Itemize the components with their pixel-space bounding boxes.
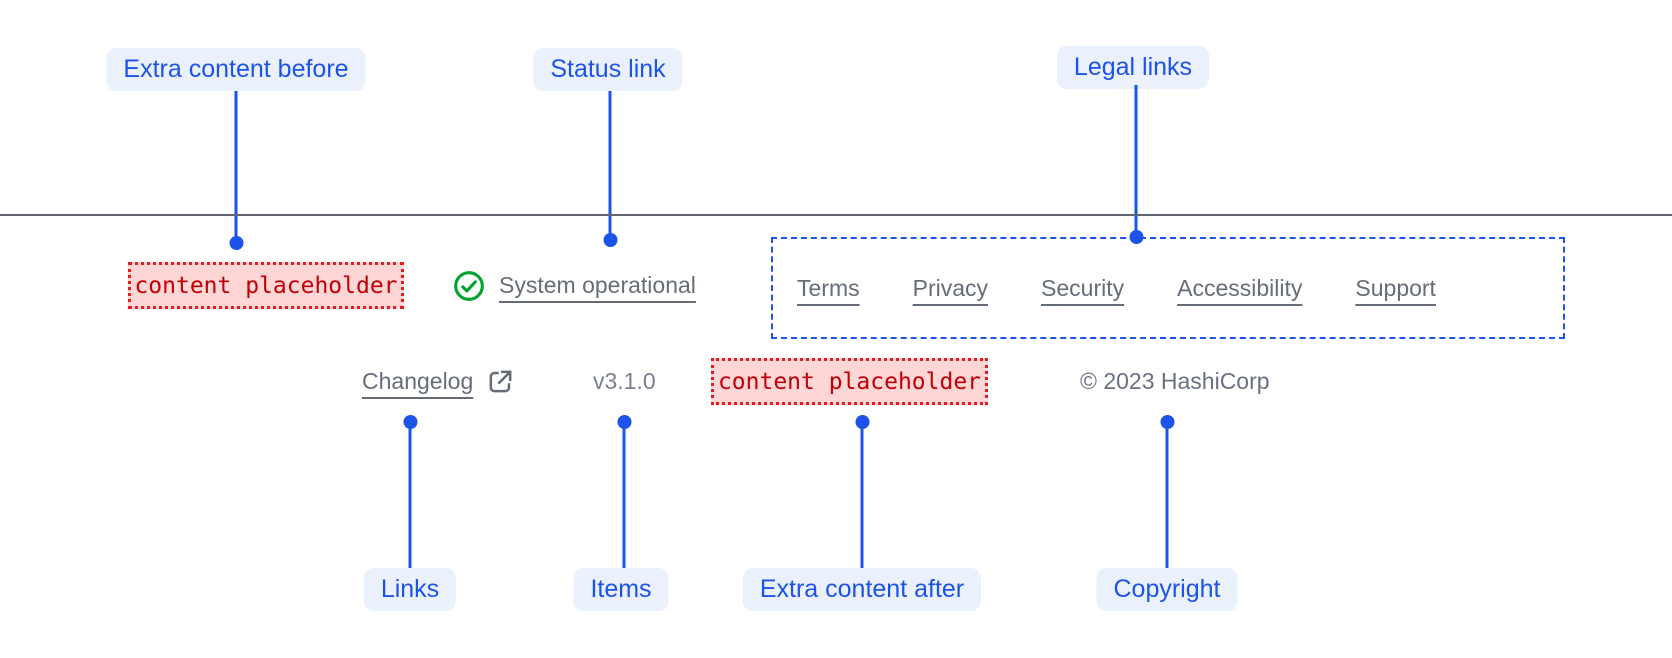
legal-links-group: Terms Privacy Security Accessibility Sup… <box>771 237 1565 339</box>
legal-link-accessibility[interactable]: Accessibility <box>1177 274 1303 301</box>
annotation-label-extra-content-after: Extra content after <box>742 568 982 611</box>
annotation-label-items: Items <box>573 568 669 611</box>
connector-extra-content-after <box>860 422 864 568</box>
changelog-link-label[interactable]: Changelog <box>362 368 474 394</box>
version-item: v3.1.0 <box>593 358 656 405</box>
connector-legal-links <box>1134 85 1138 237</box>
connector-links <box>408 422 412 568</box>
legal-link-support[interactable]: Support <box>1355 274 1436 301</box>
footer-top-divider <box>0 214 1672 216</box>
copyright-text: © 2023 HashiCorp <box>1080 358 1270 405</box>
external-link-icon <box>486 367 515 396</box>
annotation-label-extra-content-before: Extra content before <box>106 48 366 91</box>
annotation-label-copyright: Copyright <box>1096 568 1238 611</box>
extra-content-after-placeholder: content placeholder <box>711 358 988 405</box>
connector-status-link <box>608 91 612 240</box>
annotation-label-legal-links: Legal links <box>1056 46 1210 89</box>
status-link-label[interactable]: System operational <box>499 272 696 298</box>
check-circle-icon <box>452 269 486 303</box>
connector-copyright <box>1165 422 1169 568</box>
annotation-label-links: Links <box>363 568 457 611</box>
legal-link-terms[interactable]: Terms <box>797 274 860 301</box>
connector-items <box>622 422 626 568</box>
annotation-label-status-link: Status link <box>533 48 683 91</box>
changelog-link[interactable]: Changelog <box>362 358 515 405</box>
status-link[interactable]: System operational <box>452 262 696 309</box>
placeholder-text: content placeholder <box>134 272 398 299</box>
placeholder-text: content placeholder <box>717 368 982 395</box>
version-label: v3.1.0 <box>593 368 656 394</box>
legal-link-privacy[interactable]: Privacy <box>912 274 989 301</box>
extra-content-before-placeholder: content placeholder <box>128 262 404 309</box>
connector-extra-content-before <box>234 91 238 243</box>
copyright-label: © 2023 HashiCorp <box>1080 368 1270 394</box>
legal-link-security[interactable]: Security <box>1041 274 1125 301</box>
